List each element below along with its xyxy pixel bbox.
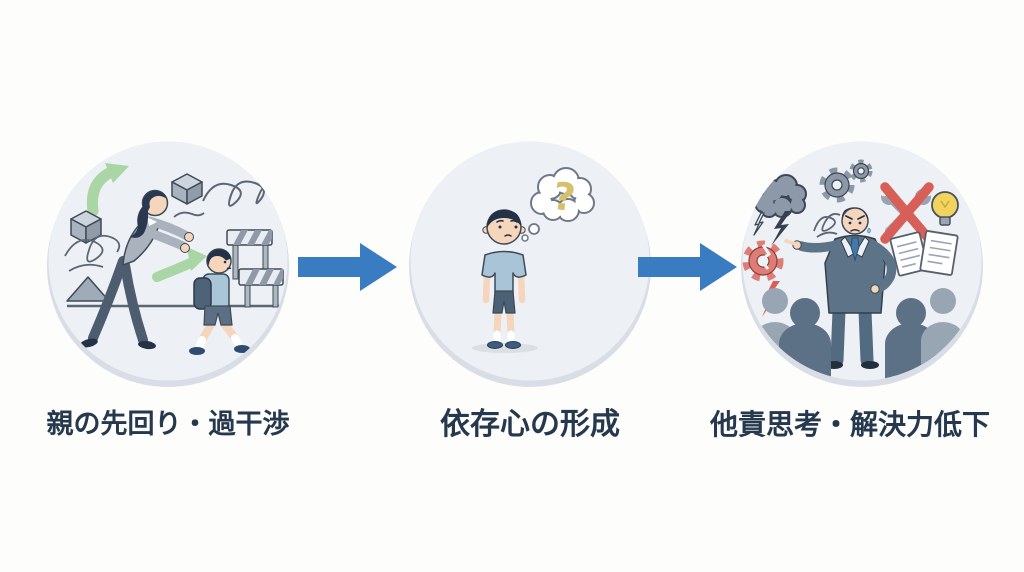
red-x-icon [880,182,934,244]
tangle-scribble-icon [64,234,121,272]
lightning-bolt-icon [771,211,791,246]
parent-preempting-child-scene [47,141,289,387]
curved-arrow-icon [86,163,129,217]
mother-figure [80,189,194,350]
child-figure [189,248,250,355]
roadblock-icon [226,229,273,280]
documents-icon [889,230,959,277]
thought-bubble-icon: ? [521,167,595,242]
cube-icon-2 [171,173,203,205]
circle-background [410,141,650,381]
step-1-label: 親の先回り・過干渉 [46,409,290,440]
crossed-wrenches-icon [879,182,934,244]
gears-icon [819,159,873,203]
tangle-scribble-icon-2 [202,180,280,207]
broken-gear-icon [742,240,784,282]
forward-arrow-icon [152,247,207,282]
roadblock-icon-2 [238,268,284,308]
flow-arrow-2 [638,243,737,291]
blaming-businessman-scene [741,141,983,387]
doodle-scribble-icon [813,213,841,238]
businessman-figure [784,207,897,369]
pyramid-icon [66,276,110,302]
storm-cloud-icon [753,174,807,246]
small-lightning-icon [753,212,765,236]
wave-line-icon [173,211,205,218]
flow-arrow-1 [298,243,397,291]
shadow-ellipse [472,343,538,353]
lightbulb-icon [931,191,959,226]
step-3-label: 他責思考・解決力低下 [709,408,990,441]
boy-figure [481,209,527,349]
dependent-child-question-scene: ? [409,141,651,387]
step-2-label: 依存心の形成 [440,407,620,442]
